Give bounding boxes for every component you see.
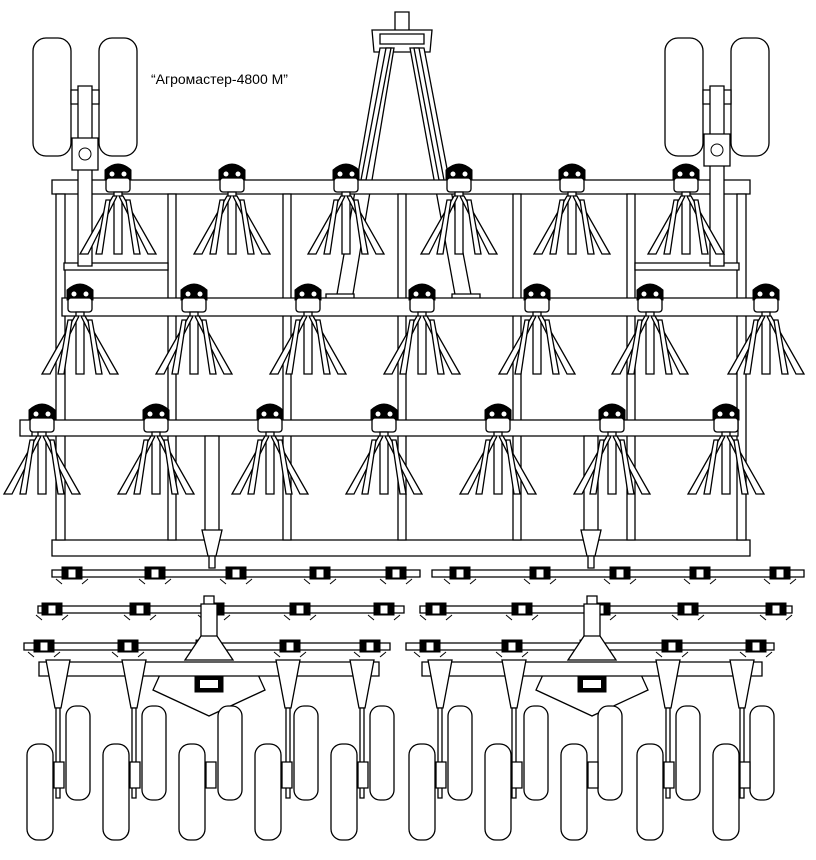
- seed-opener: [428, 660, 452, 798]
- tine: [4, 404, 80, 494]
- press-wheel: [370, 706, 394, 800]
- press-wheel: [142, 706, 166, 800]
- press-wheel: [218, 706, 242, 800]
- harrow-row: [52, 567, 420, 584]
- tine: [612, 284, 688, 374]
- tine: [534, 164, 610, 254]
- press-wheel: [448, 706, 472, 800]
- tine: [421, 164, 497, 254]
- seed-opener: [46, 660, 70, 798]
- press-wheel: [637, 744, 663, 840]
- press-wheel: [750, 706, 774, 800]
- wheel-arm: [512, 762, 522, 788]
- seed-opener: [502, 660, 526, 798]
- tine: [384, 284, 460, 374]
- wheel-arm: [664, 762, 674, 788]
- press-wheel: [27, 744, 53, 840]
- tine: [270, 284, 346, 374]
- press-wheel: [409, 744, 435, 840]
- press-wheel: [713, 744, 739, 840]
- transport-wheel-right: [665, 38, 769, 266]
- transport-wheel-left: [33, 38, 137, 266]
- seeder-unit: [39, 596, 379, 716]
- press-wheels: [27, 706, 774, 840]
- harrow-row: [432, 567, 804, 584]
- wheel-arm: [436, 762, 446, 788]
- cultivator-tines: [4, 164, 804, 494]
- wheel-arm: [54, 762, 64, 788]
- wheel-arm: [588, 762, 598, 788]
- press-wheel: [294, 706, 318, 800]
- tine: [194, 164, 270, 254]
- tine: [460, 404, 536, 494]
- press-wheel: [255, 744, 281, 840]
- tine: [688, 404, 764, 494]
- tine: [574, 404, 650, 494]
- seed-opener: [350, 660, 374, 798]
- tine: [499, 284, 575, 374]
- tine: [346, 404, 422, 494]
- press-wheel: [66, 706, 90, 800]
- seeder-section: [39, 596, 762, 798]
- press-wheel: [561, 744, 587, 840]
- tine: [118, 404, 194, 494]
- press-wheel: [179, 744, 205, 840]
- tine: [648, 164, 724, 254]
- wheel-arm: [358, 762, 368, 788]
- harrow-row: [36, 603, 404, 620]
- seed-opener: [122, 660, 146, 798]
- tine: [728, 284, 804, 374]
- press-wheel: [524, 706, 548, 800]
- press-wheel: [103, 744, 129, 840]
- press-wheel: [485, 744, 511, 840]
- tine: [232, 404, 308, 494]
- seed-opener: [656, 660, 680, 798]
- press-wheel: [598, 706, 622, 800]
- seed-opener: [730, 660, 754, 798]
- press-wheel: [331, 744, 357, 840]
- seed-opener: [276, 660, 300, 798]
- tine: [156, 284, 232, 374]
- tine: [308, 164, 384, 254]
- drawing-title: “Агромастер-4800 М”: [151, 71, 288, 87]
- wheel-arm: [206, 762, 216, 788]
- wheel-arm: [130, 762, 140, 788]
- harrow-sections: [24, 567, 804, 657]
- tine: [42, 284, 118, 374]
- tine: [80, 164, 156, 254]
- wheel-arm: [740, 762, 750, 788]
- press-wheel: [676, 706, 700, 800]
- seeder-unit: [422, 596, 762, 716]
- harrow-row: [420, 603, 792, 620]
- wheel-arm: [282, 762, 292, 788]
